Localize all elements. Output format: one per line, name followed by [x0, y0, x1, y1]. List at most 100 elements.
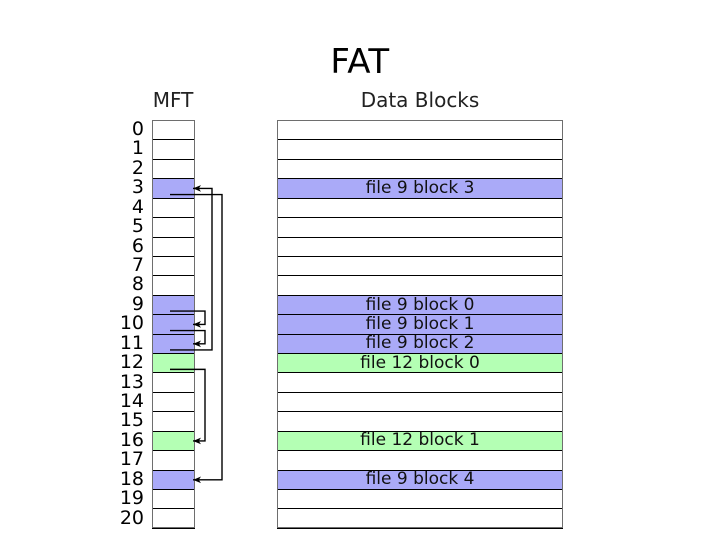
- mft-entry-6[interactable]: [152, 236, 195, 257]
- mft-entry-10[interactable]: [152, 314, 195, 335]
- mft-entry-2[interactable]: [152, 158, 195, 180]
- mft-entry-4[interactable]: [152, 197, 195, 219]
- row-index-label: 5: [131, 215, 144, 238]
- mft-entry-14[interactable]: [152, 391, 195, 413]
- mft-row: [152, 139, 195, 160]
- data-block-row: [277, 391, 563, 413]
- data-block-16[interactable]: file 12 block 1: [277, 430, 563, 452]
- data-block-13[interactable]: [277, 372, 563, 393]
- mft-row: [152, 119, 195, 141]
- mft-row: [152, 314, 195, 335]
- data-block-10[interactable]: file 9 block 1: [277, 314, 563, 335]
- data-block-row: [277, 119, 563, 141]
- data-block-2[interactable]: [277, 158, 563, 180]
- row-index-label: 2: [131, 156, 144, 179]
- mft-entry-5[interactable]: [152, 217, 195, 238]
- mft-row: [152, 450, 195, 471]
- row-index-label: 0: [131, 118, 144, 140]
- mft-row: [152, 411, 195, 432]
- data-block-18[interactable]: file 9 block 4: [277, 469, 563, 491]
- mft-row: [152, 353, 195, 374]
- data-block-row: [277, 197, 563, 219]
- data-block-17[interactable]: [277, 450, 563, 471]
- mft-entry-19[interactable]: [152, 489, 195, 510]
- mft-row: [152, 372, 195, 393]
- row-index-label: 14: [119, 390, 144, 412]
- data-block-19[interactable]: [277, 489, 563, 510]
- row-index-label: 16: [119, 428, 144, 451]
- data-block-row: [277, 489, 563, 510]
- data-block-8[interactable]: [277, 275, 563, 296]
- data-block-5[interactable]: [277, 217, 563, 238]
- mft-entry-18[interactable]: [152, 469, 195, 491]
- row-index-label: 17: [119, 448, 144, 471]
- row-index-label: 12: [119, 351, 144, 374]
- mft-entry-15[interactable]: [152, 411, 195, 432]
- data-block-row: [277, 139, 563, 160]
- data-blocks-column-header: Data Blocks: [360, 88, 480, 112]
- row-index-label: 15: [119, 409, 144, 432]
- mft-column-header: MFT: [152, 88, 194, 112]
- data-block-12[interactable]: file 12 block 0: [277, 353, 563, 374]
- mft-entry-1[interactable]: [152, 139, 195, 160]
- mft-entry-7[interactable]: [152, 255, 195, 277]
- mft-entry-8[interactable]: [152, 275, 195, 296]
- row-index-label: 4: [131, 195, 144, 218]
- mft-row: [152, 430, 195, 452]
- data-block-6[interactable]: [277, 236, 563, 257]
- data-block-row: [277, 450, 563, 471]
- data-block-row: file 9 block 4: [277, 469, 563, 491]
- data-block-row: [277, 236, 563, 257]
- mft-row: [152, 197, 195, 219]
- mft-row: [152, 294, 195, 316]
- data-block-7[interactable]: [277, 255, 563, 277]
- row-index-label: 10: [119, 312, 144, 335]
- data-block-9[interactable]: file 9 block 0: [277, 294, 563, 316]
- mft-row: [152, 469, 195, 491]
- row-index-label: 11: [119, 331, 144, 354]
- data-block-0[interactable]: [277, 119, 563, 141]
- row-index-label: 1: [131, 137, 144, 160]
- mft-row: [152, 217, 195, 238]
- mft-entry-13[interactable]: [152, 372, 195, 393]
- mft-entry-0[interactable]: [152, 119, 195, 141]
- mft-row: [152, 391, 195, 413]
- data-block-15[interactable]: [277, 411, 563, 432]
- mft-entry-9[interactable]: [152, 294, 195, 316]
- mft-row: [152, 236, 195, 257]
- data-block-11[interactable]: file 9 block 2: [277, 333, 563, 355]
- mft-row: [152, 178, 195, 199]
- data-block-row: [277, 255, 563, 277]
- data-block-4[interactable]: [277, 197, 563, 219]
- mft-table: [152, 119, 195, 529]
- data-block-row: [277, 217, 563, 238]
- mft-entry-12[interactable]: [152, 353, 195, 374]
- data-block-1[interactable]: [277, 139, 563, 160]
- mft-entry-16[interactable]: [152, 430, 195, 452]
- data-block-3[interactable]: file 9 block 3: [277, 178, 563, 199]
- page-title: FAT: [330, 42, 390, 82]
- mft-row: [152, 489, 195, 510]
- mft-entry-11[interactable]: [152, 333, 195, 355]
- row-index-label: 6: [131, 234, 144, 257]
- data-block-20[interactable]: [277, 508, 563, 529]
- row-index-label: 18: [119, 467, 144, 490]
- data-block-row: [277, 372, 563, 393]
- mft-entry-20[interactable]: [152, 508, 195, 529]
- mft-row: [152, 158, 195, 180]
- data-block-row: [277, 411, 563, 432]
- data-block-14[interactable]: [277, 391, 563, 413]
- row-index-label: 19: [119, 487, 144, 510]
- row-index-label: 20: [119, 506, 144, 529]
- row-index-label: 9: [131, 292, 144, 315]
- data-block-row: file 9 block 0: [277, 294, 563, 316]
- mft-entry-3[interactable]: [152, 178, 195, 199]
- data-block-row: file 9 block 2: [277, 333, 563, 355]
- mft-entry-17[interactable]: [152, 450, 195, 471]
- data-block-row: [277, 275, 563, 296]
